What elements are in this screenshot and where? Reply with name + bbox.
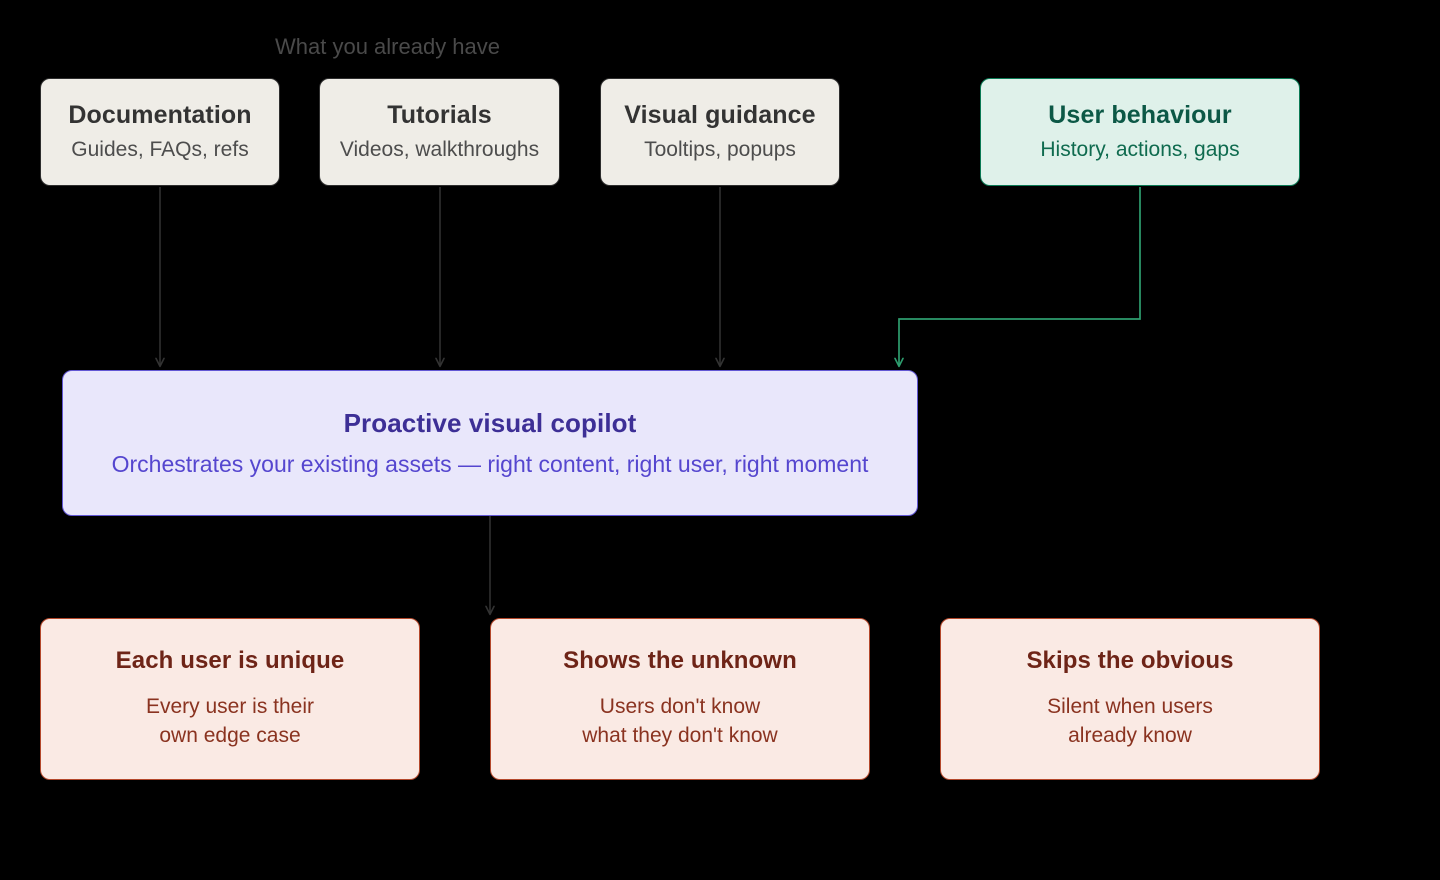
node-visual-guidance-subtitle: Tooltips, popups xyxy=(644,137,796,161)
node-proactive-visual-copilot[interactable]: Proactive visual copilot Orchestrates yo… xyxy=(62,370,918,516)
node-documentation[interactable]: Documentation Guides, FAQs, refs xyxy=(40,78,280,186)
node-user-behaviour[interactable]: User behaviour History, actions, gaps xyxy=(980,78,1300,186)
node-documentation-subtitle: Guides, FAQs, refs xyxy=(71,137,249,161)
subtitle-line-1: Silent when users xyxy=(1047,694,1213,718)
section-caption: What you already have xyxy=(275,34,501,59)
node-each-user-is-unique[interactable]: Each user is unique Every user is their … xyxy=(40,618,420,780)
node-shows-the-unknown-title: Shows the unknown xyxy=(563,647,797,675)
node-visual-guidance[interactable]: Visual guidance Tooltips, popups xyxy=(600,78,840,186)
subtitle-line-2: already know xyxy=(1068,723,1192,747)
node-tutorials-subtitle: Videos, walkthroughs xyxy=(339,137,540,161)
edge-user-behaviour-to-copilot xyxy=(894,187,1141,368)
node-shows-the-unknown[interactable]: Shows the unknown Users don't know what … xyxy=(490,618,870,780)
node-skips-the-obvious[interactable]: Skips the obvious Silent when users alre… xyxy=(940,618,1320,780)
node-each-user-is-unique-subtitle: Every user is their own edge case xyxy=(146,693,314,751)
subtitle-line-1: Users don't know xyxy=(599,694,761,718)
node-user-behaviour-subtitle: History, actions, gaps xyxy=(1040,137,1240,161)
node-copilot-title: Proactive visual copilot xyxy=(343,408,637,439)
node-visual-guidance-title: Visual guidance xyxy=(624,101,816,130)
node-shows-the-unknown-subtitle: Users don't know what they don't know xyxy=(582,693,777,751)
subtitle-line-2: own edge case xyxy=(159,723,301,747)
node-tutorials[interactable]: Tutorials Videos, walkthroughs xyxy=(319,78,560,186)
node-skips-the-obvious-title: Skips the obvious xyxy=(1026,647,1234,675)
node-user-behaviour-title: User behaviour xyxy=(1048,101,1232,130)
subtitle-line-2: what they don't know xyxy=(582,723,778,747)
node-each-user-is-unique-title: Each user is unique xyxy=(115,647,345,675)
node-copilot-subtitle: Orchestrates your existing assets — righ… xyxy=(111,450,869,477)
node-documentation-title: Documentation xyxy=(68,101,252,130)
node-skips-the-obvious-subtitle: Silent when users already know xyxy=(1047,693,1213,751)
subtitle-line-1: Every user is their xyxy=(145,694,315,718)
node-tutorials-title: Tutorials xyxy=(387,101,492,130)
